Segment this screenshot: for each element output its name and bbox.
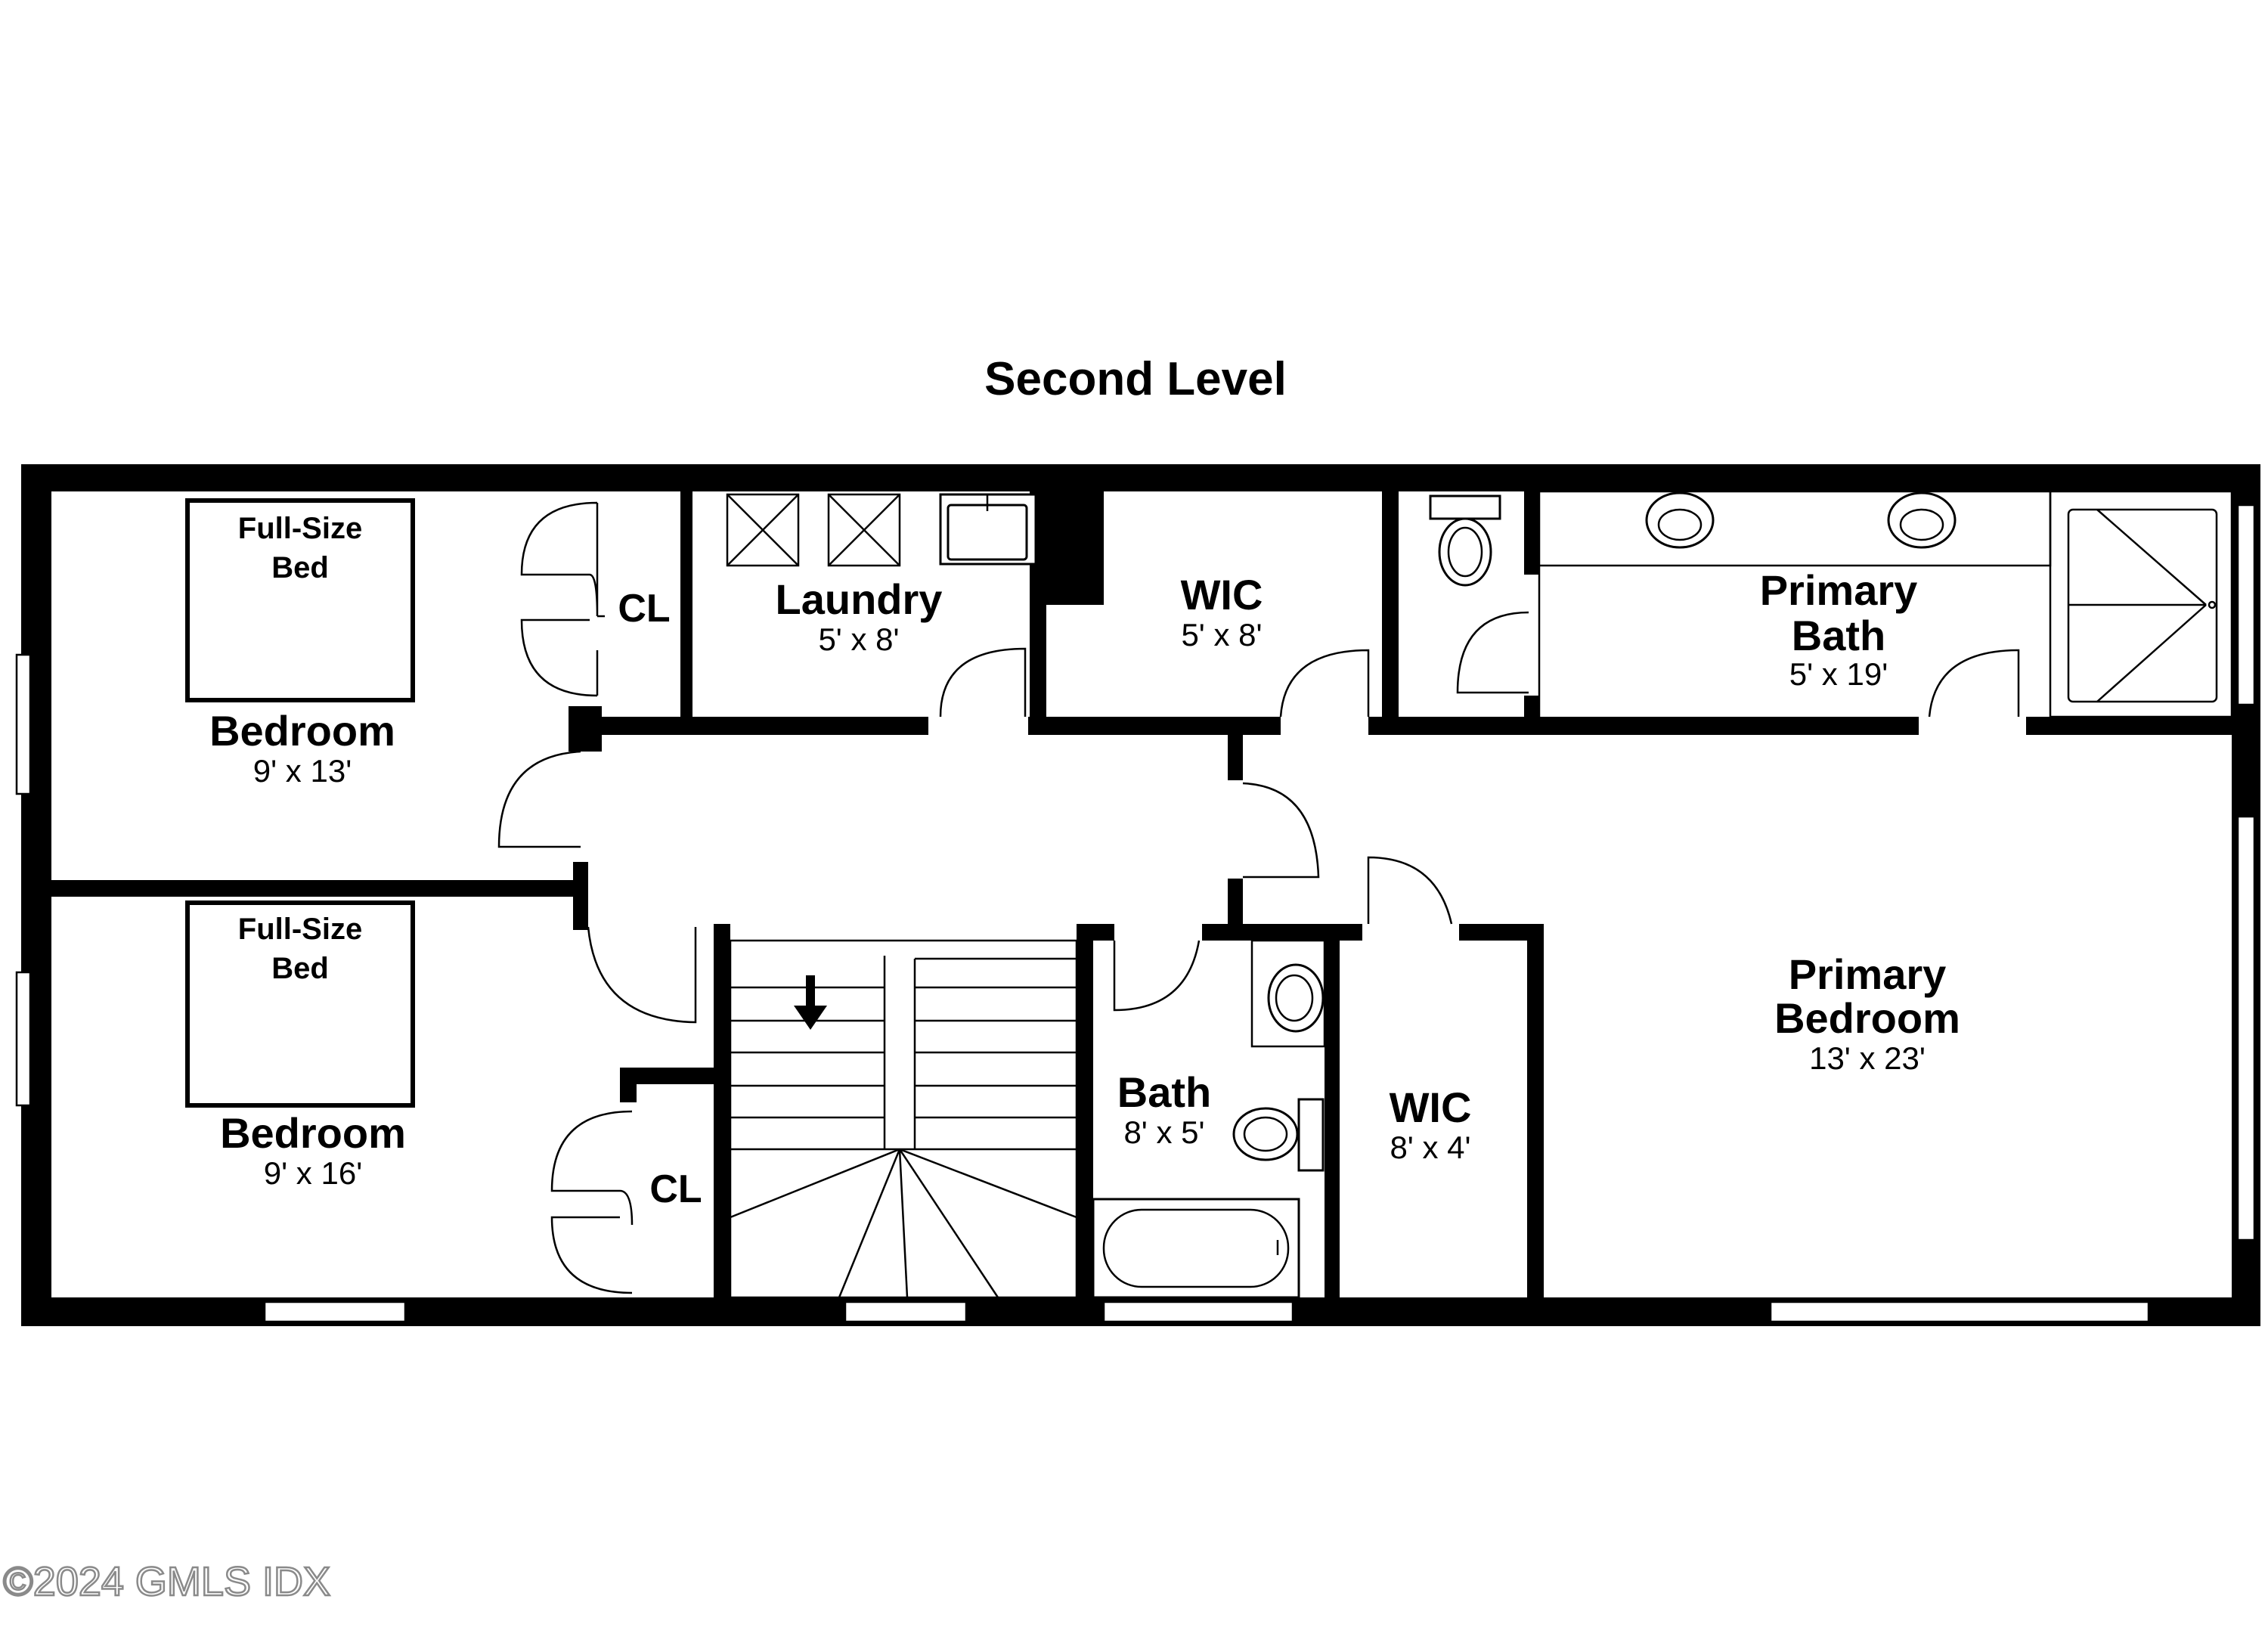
utility-sink-icon	[939, 493, 1037, 566]
bath-vanity	[1250, 939, 1326, 1048]
window-bedroom2	[15, 971, 32, 1107]
wic1-dims: 5' x 8'	[1181, 617, 1262, 652]
bath-right-wall	[1325, 924, 1340, 1297]
wic2-name: WIC	[1390, 1083, 1472, 1131]
primary-bedroom-dims: 13' x 23'	[1809, 1040, 1926, 1076]
room-labels: Bedroom 9' x 13' CL Laundry 5' x 8' WIC …	[209, 566, 1960, 1211]
window-stair	[844, 1300, 968, 1323]
closet1-right-wall	[680, 491, 692, 718]
closet2-right-wall	[714, 924, 730, 1297]
wic1-name: WIC	[1181, 571, 1263, 618]
wic2-top-wall	[1325, 924, 1362, 941]
bath-dims: 8' x 5'	[1123, 1114, 1204, 1150]
hall-center-stub-b	[1228, 879, 1243, 939]
hall-top-wall-b	[1028, 717, 1281, 735]
bedroom1-door	[497, 750, 581, 848]
window-primary-bedroom-bottom	[1769, 1300, 2150, 1323]
walls	[21, 464, 2260, 1326]
closet2-stub	[620, 1068, 637, 1102]
interior-lines	[729, 490, 2233, 1299]
stair-right-wall	[1077, 924, 1093, 1297]
primary-bath-dims: 5' x 19'	[1789, 656, 1888, 692]
bedroom2-door	[587, 926, 697, 1024]
hall-top-wall-c	[1368, 717, 1919, 735]
plan-title: Second Level	[984, 353, 1287, 405]
primary-bedroom-name-line2: Bedroom	[1774, 994, 1960, 1042]
bed-2: Full-Size Bed	[185, 900, 415, 1108]
primary-bath-toilet-door	[1456, 611, 1529, 694]
bedroom-divider-wall	[51, 880, 573, 897]
laundry-dims: 5' x 8'	[818, 621, 899, 657]
exterior-wall-top	[21, 464, 2260, 491]
closet1-door	[520, 501, 605, 618]
wic1-door	[1279, 649, 1370, 718]
primary-bath-name-line1: Primary	[1760, 566, 1918, 614]
sink-icon-2	[1887, 491, 1957, 549]
bedroom1-name: Bedroom	[209, 707, 395, 755]
laundry-chimney	[1046, 491, 1104, 605]
hall-top-wall-a	[573, 717, 928, 735]
stair-direction-arrow-icon	[794, 975, 827, 1030]
exterior-wall-left	[21, 464, 51, 1326]
closet2-name: CL	[649, 1167, 702, 1211]
bedroom1-dims: 9' x 13'	[253, 753, 352, 789]
bed1-label-line1: Full-Size	[238, 512, 362, 545]
bedroom2-name: Bedroom	[220, 1109, 406, 1157]
bed1-label-line2: Bed	[271, 551, 329, 584]
bathtub-icon	[1092, 1198, 1300, 1299]
primary-bath-door	[1928, 649, 2020, 718]
primary-bedroom-door	[1242, 782, 1320, 879]
closet2-door	[550, 1110, 634, 1226]
copyright-watermark: ©2024 GMLS IDX	[3, 1559, 330, 1604]
window-bedroom1	[15, 653, 32, 795]
bedroom2-door-jamb	[573, 862, 588, 930]
hall-center-stub	[1228, 735, 1243, 780]
fixtures	[726, 491, 2218, 1299]
wic2-top-wall-b	[1459, 924, 1542, 941]
primary-bath-right-stub	[2232, 735, 2260, 818]
sink-icon	[1645, 491, 1715, 549]
dryer-icon	[827, 493, 901, 567]
bath-name: Bath	[1117, 1068, 1211, 1116]
primary-bath-name-line2: Bath	[1792, 612, 1885, 659]
primary-bath-left-wall-b	[1524, 696, 1539, 718]
window-primary-bedroom-right	[2236, 815, 2256, 1241]
primary-bath-left-wall	[1524, 491, 1539, 575]
bath-door	[1113, 940, 1201, 1012]
window-bath	[1102, 1300, 1294, 1323]
window-bedroom2-bottom	[263, 1300, 407, 1323]
hall-top-wall-d	[2026, 717, 2232, 735]
primary-bath-vanity	[1538, 490, 2052, 567]
wic2-door	[1367, 856, 1453, 925]
bedroom2-dims: 9' x 16'	[264, 1155, 362, 1191]
wic2-dims: 8' x 4'	[1390, 1130, 1470, 1165]
windows	[15, 504, 2256, 1323]
bath-toilet-icon	[1232, 1098, 1325, 1172]
bath-sink-icon	[1267, 963, 1325, 1033]
window-primary-bath-right	[2236, 504, 2256, 706]
bed2-label-line1: Full-Size	[238, 913, 362, 946]
shower-icon	[2067, 508, 2218, 703]
bath-top-wall-a	[1077, 924, 1114, 941]
bedroom1-door-jamb	[569, 706, 602, 752]
bed2-label-line2: Bed	[271, 952, 329, 985]
bed-1: Full-Size Bed	[185, 498, 415, 702]
primary-bedroom-name-line1: Primary	[1789, 950, 1947, 998]
closet2-top-wall	[620, 1068, 723, 1084]
toilet-icon	[1429, 494, 1501, 587]
washer-icon	[726, 493, 800, 567]
laundry-name: Laundry	[776, 575, 943, 623]
laundry-door	[939, 647, 1027, 718]
shower-enclosure	[2049, 490, 2233, 718]
wic1-right-wall	[1382, 491, 1399, 718]
doors	[497, 501, 2020, 1294]
closet1-name: CL	[618, 587, 670, 631]
stair-outline	[729, 939, 1078, 1299]
wic2-right-wall	[1527, 924, 1544, 1297]
